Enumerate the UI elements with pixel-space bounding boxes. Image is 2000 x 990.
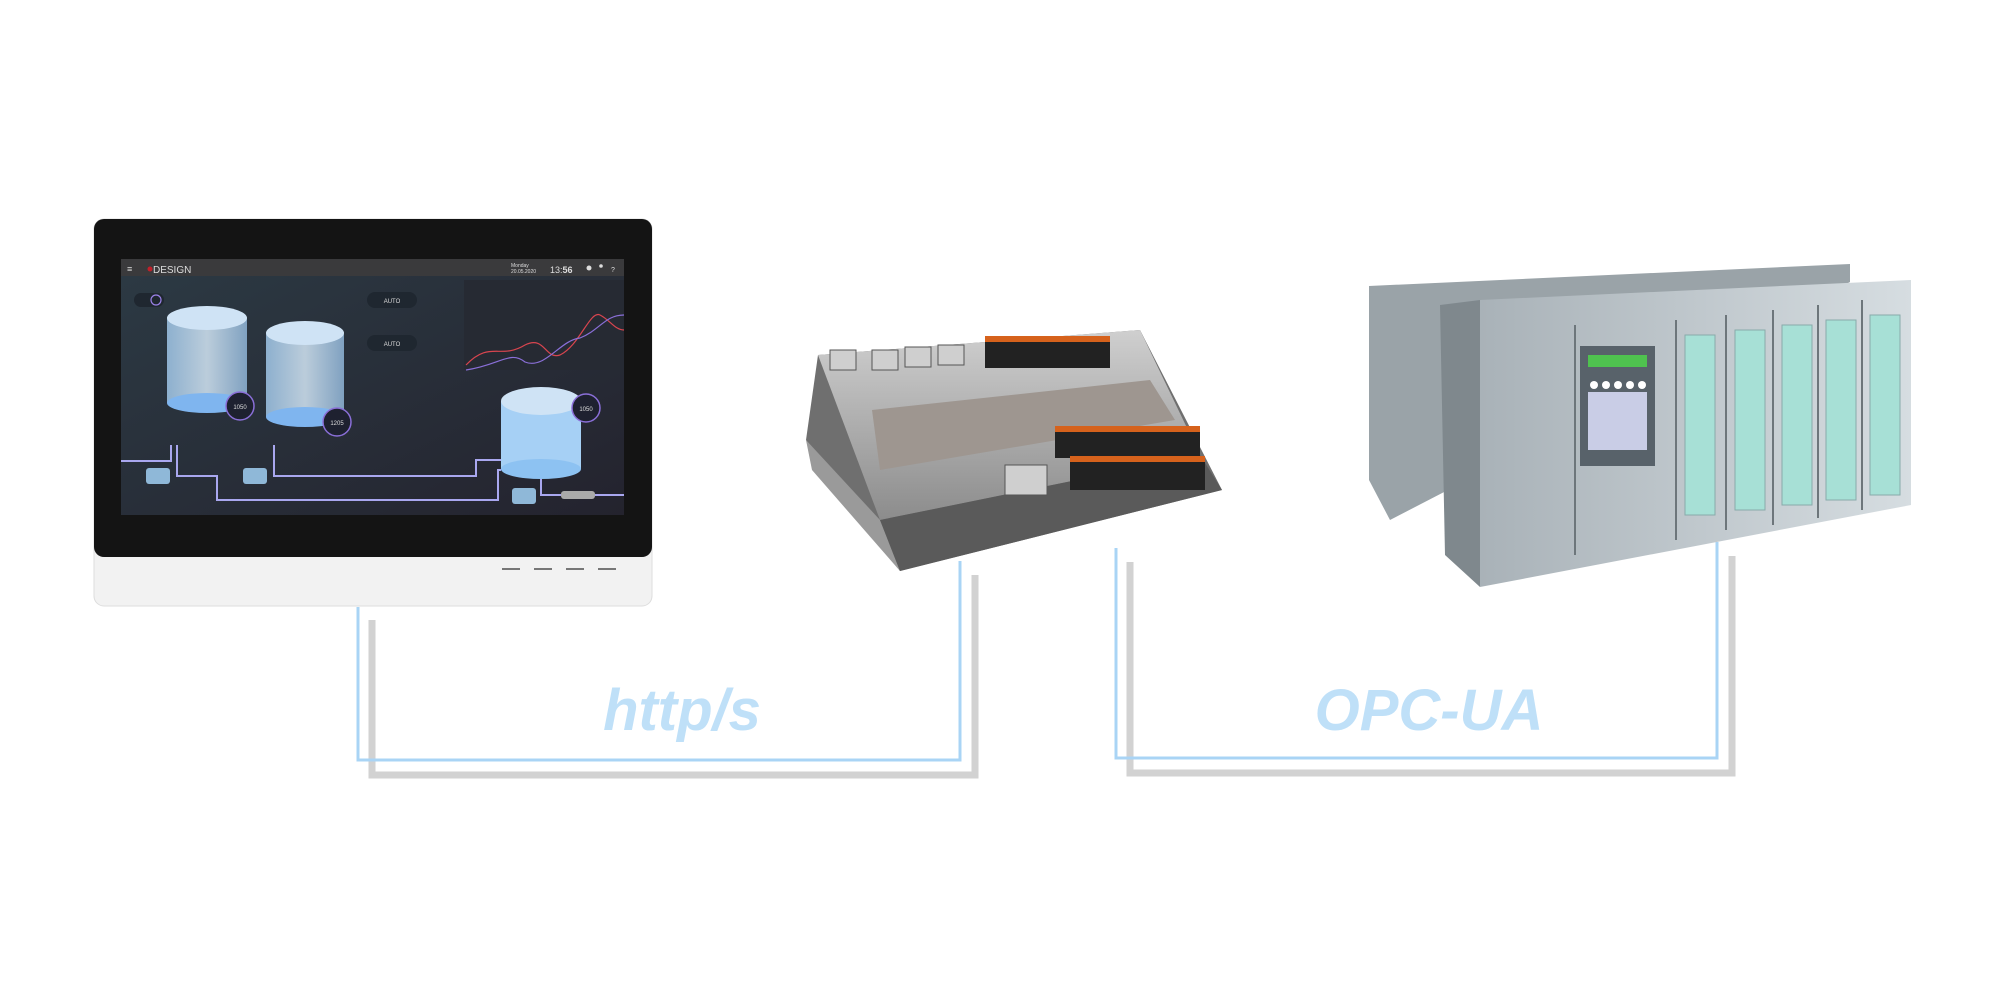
http-label: http/s	[603, 678, 761, 743]
svg-text:AUTO: AUTO	[384, 342, 401, 348]
terminal-blocks	[985, 340, 1205, 490]
mode-button[interactable]: AUTO	[367, 335, 417, 351]
toggle-switch[interactable]	[134, 293, 164, 307]
hmi-panel: ≡ DESIGN Monday 20.05.2020 13:56 ? AUTO …	[93, 218, 653, 607]
plc-rack	[1369, 264, 1911, 587]
pumps	[146, 468, 595, 504]
pipes	[121, 445, 624, 501]
help-icon[interactable]: ?	[611, 267, 615, 274]
hmi-header	[121, 259, 624, 276]
http-link	[356, 561, 979, 779]
io-modules	[1684, 314, 1901, 516]
svg-text:AUTO: AUTO	[384, 299, 401, 305]
trend-chart	[464, 280, 625, 371]
hmi-time-minutes: 56	[563, 265, 573, 275]
svg-text:13:56: 13:56	[550, 265, 573, 275]
mixer-tank: 1050	[501, 387, 601, 479]
tank-value: 1205	[330, 421, 344, 427]
globe-icon[interactable]	[586, 265, 592, 271]
user-icon[interactable]	[599, 264, 603, 268]
hmi-day: Monday	[511, 263, 529, 269]
cpu-display	[1588, 392, 1647, 450]
tank-value: 1050	[233, 405, 247, 411]
edge-controller	[806, 330, 1222, 571]
brand-dot-icon	[147, 266, 153, 272]
storage-tank: 1205	[266, 321, 352, 437]
storage-tank: 1050	[167, 306, 255, 421]
opc-ua-link	[1114, 542, 1736, 777]
tank-value: 1050	[579, 407, 593, 413]
hmi-brand: DESIGN	[153, 265, 191, 276]
hmi-time-hours: 13:	[550, 265, 563, 275]
hmi-date: 20.05.2020	[511, 269, 536, 275]
opc-ua-label: OPC-UA	[1315, 678, 1544, 743]
menu-icon[interactable]: ≡	[127, 264, 132, 274]
mode-button[interactable]: AUTO	[367, 292, 417, 308]
